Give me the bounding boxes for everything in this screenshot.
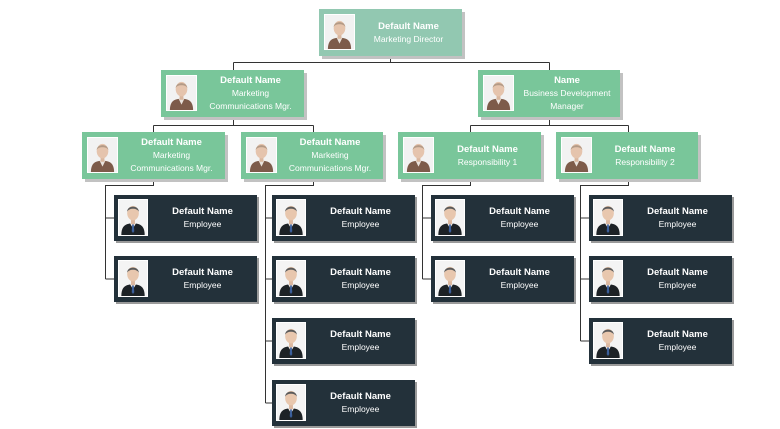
node-name: Default Name [172, 206, 233, 217]
employee-avatar-icon [276, 199, 306, 236]
node-name: Default Name [299, 137, 361, 148]
node-name: Default Name [489, 206, 550, 217]
node-name: Default Name [172, 267, 233, 278]
node-title: Employee [341, 342, 380, 352]
node-title: Employee [658, 219, 697, 229]
node-title: Marketing Communications Mgr. [209, 88, 292, 111]
employee-avatar-icon [593, 260, 623, 297]
node-title: Employee [341, 280, 380, 290]
node-name: Default Name [330, 206, 391, 217]
node-title: Marketing Director [373, 33, 444, 44]
manager-avatar-icon [246, 137, 277, 173]
node-name: Default Name [647, 267, 708, 278]
node-title: Employee [341, 404, 380, 414]
manager-avatar-icon [561, 137, 592, 173]
node-name: Default Name [647, 206, 708, 217]
employee-avatar-icon [435, 260, 465, 297]
node-title: Business Development Manager [523, 88, 611, 111]
employee-avatar-icon [435, 199, 465, 236]
node-name: Default Name [489, 267, 550, 278]
manager-avatar-icon [166, 75, 197, 111]
node-title: Employee [341, 219, 380, 229]
employee-avatar-icon [276, 384, 306, 421]
manager-avatar-icon [324, 14, 355, 50]
employee-avatar-icon [118, 260, 148, 297]
node-title: Responsibility 2 [615, 156, 675, 167]
node-title: Marketing Communications Mgr. [288, 150, 372, 173]
node-title: Employee [500, 219, 539, 229]
manager-avatar-icon [483, 75, 514, 111]
node-title: Marketing Communications Mgr. [130, 150, 213, 173]
node-name: Default Name [330, 391, 391, 402]
node-name: Name [554, 75, 580, 86]
node-title: Employee [500, 280, 539, 290]
employee-avatar-icon [593, 322, 623, 359]
node-name: Default Name [330, 329, 391, 340]
employee-avatar-icon [276, 260, 306, 297]
employee-avatar-icon [593, 199, 623, 236]
node-name: Default Name [220, 75, 281, 86]
node-title: Employee [183, 280, 222, 290]
node-title: Responsibility 1 [457, 156, 518, 167]
employee-avatar-icon [118, 199, 148, 236]
node-name: Default Name [330, 267, 391, 278]
node-title: Employee [658, 280, 697, 290]
node-title: Employee [183, 219, 222, 229]
node-name: Default Name [647, 329, 708, 340]
node-name: Default Name [141, 137, 202, 148]
node-name: Default Name [614, 143, 676, 155]
employee-avatar-icon [276, 322, 306, 359]
node-name: Default Name [378, 20, 439, 32]
manager-avatar-icon [87, 137, 118, 173]
node-name: Default Name [457, 143, 518, 155]
manager-avatar-icon [403, 137, 434, 173]
node-title: Employee [658, 342, 697, 352]
